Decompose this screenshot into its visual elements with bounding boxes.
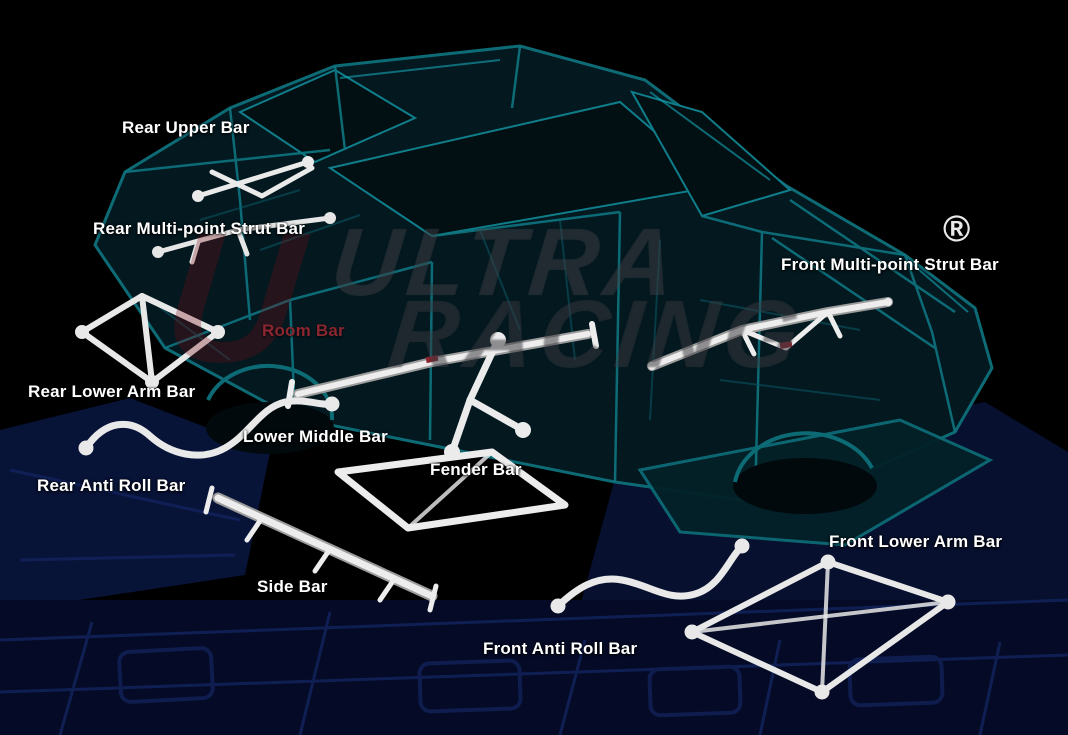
lower-middle-bar-graphic [334, 448, 569, 532]
rear-lower-arm-bar-graphic [75, 293, 225, 389]
label-front-anti-roll-bar: Front Anti Roll Bar [483, 639, 638, 658]
front-multi-point-strut-bar-graphic [647, 297, 893, 371]
label-front-lower-arm-bar: Front Lower Arm Bar [829, 532, 1003, 551]
label-rear-lower-arm-bar: Rear Lower Arm Bar [28, 382, 196, 401]
rear-upper-bar-graphic [192, 156, 315, 202]
rear-anti-roll-bar-graphic [78, 396, 340, 459]
label-side-bar: Side Bar [257, 577, 328, 596]
fender-bar-graphic [444, 332, 531, 460]
label-room-bar: Room Bar [262, 321, 345, 340]
label-rear-multi-point-strut-bar: Rear Multi-point Strut Bar [93, 219, 306, 238]
rear-multi-point-strut-bar-graphic [152, 212, 336, 265]
front-anti-roll-bar-graphic [550, 538, 750, 614]
label-lower-middle-bar: Lower Middle Bar [243, 427, 388, 446]
label-rear-anti-roll-bar: Rear Anti Roll Bar [37, 476, 186, 495]
room-bar-graphic [285, 321, 599, 409]
registered-trademark-symbol: ® [943, 208, 971, 249]
label-front-multi-point-strut-bar: Front Multi-point Strut Bar [781, 255, 999, 274]
side-bar-graphic [203, 485, 439, 613]
front-lower-arm-bar-graphic [684, 554, 956, 700]
label-fender-bar: Fender Bar [430, 460, 522, 479]
label-rear-upper-bar: Rear Upper Bar [122, 118, 250, 137]
